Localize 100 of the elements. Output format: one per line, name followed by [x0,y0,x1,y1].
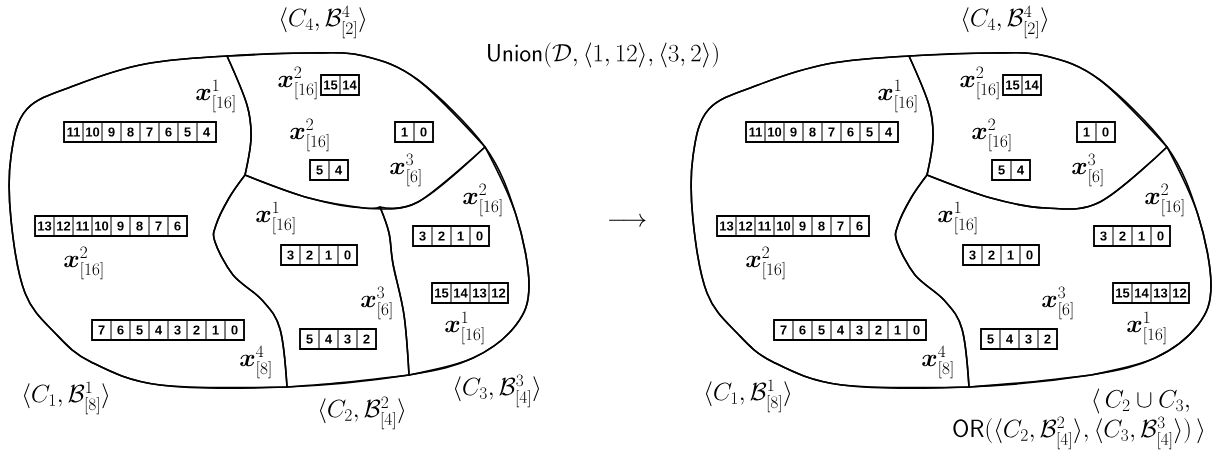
math-label: $\boldsymbol{x}^{2}_{[16]}$ [463,183,502,217]
bit-cell: 2 [1037,328,1058,350]
bit-cell: 8 [811,215,832,237]
math-label: $\boldsymbol{x}^{3}_{[6]}$ [390,153,421,187]
bit-cell: 6 [110,319,131,341]
bit-cell: 6 [158,121,179,143]
bit-cell: 0 [1095,121,1116,143]
node-label: 5 [316,165,323,175]
region-label: $\langle C_4, \mathcal{B}^{4}_{[2]}\rangle$ [281,5,365,39]
bit-cell: 14 [450,282,471,304]
node-label: 11 [749,127,763,137]
bit-cell: 6 [840,121,861,143]
math-label: $\boldsymbol{x}^{2}_{[16]}$ [746,246,785,280]
bit-cell: 1 [450,225,471,247]
math-label: $\boldsymbol{x}^{2}_{[16]}$ [972,118,1011,152]
bit-cell: 2 [299,244,320,266]
bit-cell: 10 [82,121,103,143]
bit-cell: 5 [177,121,198,143]
bit-cell: 4 [328,159,349,181]
bit-cell: 9 [110,215,131,237]
bit-cell: 7 [821,121,842,143]
bit-cell: 11 [754,215,775,237]
math-label: $\boldsymbol{x}^{2}_{[16]}$ [290,118,329,152]
bit-cell: 6 [167,215,188,237]
region-label: $\langle C_3, \mathcal{B}^{3}_{[4]}\rangle$ [455,374,539,408]
node-label: 7 [98,325,105,335]
bit-cell: 3 [1018,328,1039,350]
bit-cell: 7 [830,215,851,237]
bit-cell: 4 [999,328,1020,350]
bit-cell: 2 [1112,225,1133,247]
math-label: $\boldsymbol{x}^{3}_{[6]}$ [361,286,392,320]
bit-cell: 10 [764,121,785,143]
region-label: $\langle C_4, \mathcal{B}^{4}_{[2]}\rangle$ [963,5,1047,39]
bit-cell: 4 [318,328,339,350]
node-label: 1 [1083,127,1090,137]
bit-cell: 1 [318,244,339,266]
math-label: $\boldsymbol{x}^{1}_{[16]}$ [878,79,917,113]
bit-cell: 3 [849,319,870,341]
region-label: $\langle C_2, \mathcal{B}^{2}_{[4]}\rangle$ [320,396,404,430]
bit-cell: 3 [167,319,188,341]
bit-cell: 12 [735,215,756,237]
math-symbol: $\longrightarrow$ [609,213,646,227]
bit-cell: 8 [120,121,141,143]
bit-cell: 0 [224,319,245,341]
node-label: 13 [38,221,52,231]
bit-cell: 1 [1131,225,1152,247]
node-label: 15 [435,288,449,298]
bit-cell: 9 [792,215,813,237]
bit-cell: 13 [1150,282,1171,304]
node-label: 15 [1116,288,1130,298]
bit-cell: 2 [431,225,452,247]
bit-cell: 12 [53,215,74,237]
bit-cell: 7 [139,121,160,143]
bit-cell: 4 [1010,159,1031,181]
bit-cell: 5 [811,319,832,341]
bit-cell: 8 [129,215,150,237]
bit-cell: 14 [1131,282,1152,304]
region-label: $\langle\, C_2 \cup C_3,$ [1093,388,1189,414]
bit-cell: 4 [878,121,899,143]
bit-cell: 14 [1021,74,1042,96]
region-label: $\mathsf{OR}(\langle C_2, \mathcal{B}^{2}_{[4]}\rangle, \langle C_3, \mathcal{B}^{3}_{[4]}\rangle)\,\rangle$ [953,416,1204,450]
node-label: 5 [987,334,994,344]
bit-cell: 6 [792,319,813,341]
math-label: $\boldsymbol{x}^{1}_{[16]}$ [445,311,484,345]
math-label: $\boldsymbol{x}^{1}_{[16]}$ [938,201,977,235]
bit-cell: 10 [773,215,794,237]
math-label: $\boldsymbol{x}^{2}_{[16]}$ [960,66,999,100]
bit-cell: 2 [186,319,207,341]
bit-cell: 1 [205,319,226,341]
node-label: 5 [998,165,1005,175]
bit-cell: 8 [802,121,823,143]
math-label: $\boldsymbol{x}^{2}_{[16]}$ [64,246,103,280]
node-label: 1 [401,127,408,137]
math-label: $\boldsymbol{x}^{2}_{[16]}$ [1145,183,1184,217]
bit-cell: 10 [91,215,112,237]
node-label: 15 [1006,80,1020,90]
bit-cell: 5 [859,121,880,143]
bit-cell: 7 [148,215,169,237]
bit-cell: 1 [887,319,908,341]
title: $\mathsf{Union}(\mathcal{D}, \langle 1, 12\rangle, \langle 3, 2\rangle)$ [488,42,718,68]
bit-cell: 9 [783,121,804,143]
math-label: $\boldsymbol{x}^{2}_{[16]}$ [278,66,317,100]
bit-cell: 4 [830,319,851,341]
math-label: $\boldsymbol{x}^{4}_{[8]}$ [922,345,953,379]
math-label: $\boldsymbol{x}^{3}_{[6]}$ [1072,153,1103,187]
math-label: $\boldsymbol{x}^{3}_{[6]}$ [1042,286,1073,320]
bit-cell: 0 [337,244,358,266]
node-label: 3 [1100,231,1107,241]
region-label: $\langle C_1, \mathcal{B}^{1}_{[8]}\rangle$ [706,379,790,413]
node-label: 11 [67,127,81,137]
bit-cell: 11 [72,215,93,237]
bit-cell: 3 [337,328,358,350]
math-label: $\boldsymbol{x}^{1}_{[16]}$ [256,201,295,235]
bit-cell: 0 [469,225,490,247]
math-label: $\boldsymbol{x}^{1}_{[16]}$ [196,79,235,113]
bit-cell: 0 [1150,225,1171,247]
node-label: 13 [720,221,734,231]
bit-cell: 4 [148,319,169,341]
node-label: 5 [306,334,313,344]
bit-cell: 13 [469,282,490,304]
